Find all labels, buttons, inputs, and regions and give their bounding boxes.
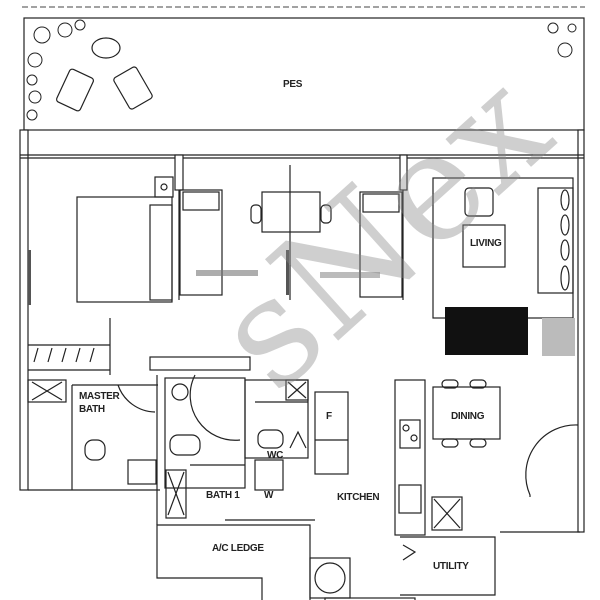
- living-furniture-icon: [432, 177, 574, 319]
- room-label-f: F: [326, 411, 332, 422]
- watermark: sNex: [183, 39, 583, 424]
- watermark-text: sNex: [183, 39, 583, 424]
- room-label-utility: UTILITY: [433, 561, 469, 572]
- outdoor-chairs-icon: [55, 37, 153, 112]
- room-label-w: W: [264, 490, 274, 501]
- room-label-ac-ledge: A/C LEDGE: [212, 543, 264, 554]
- room-label-wc: WC: [267, 450, 284, 461]
- utility-walls: [309, 536, 496, 600]
- wc-walls: [225, 379, 315, 521]
- bed-icon: [76, 176, 403, 303]
- tv-console: [445, 307, 528, 355]
- room-label-master-bath-1: MASTER: [79, 391, 120, 402]
- wardrobe-icon: [28, 318, 251, 375]
- shelf: [542, 318, 575, 356]
- bath1-walls: [164, 374, 246, 519]
- planter-icon: [26, 19, 577, 121]
- room-label-pes: PES: [283, 79, 303, 90]
- kitchen-counter: [394, 379, 426, 536]
- room-label-dining: DINING: [451, 411, 485, 422]
- dining-table-icon: [431, 379, 580, 533]
- room-label-kitchen: KITCHEN: [337, 492, 380, 503]
- exterior-walls: [19, 129, 585, 533]
- room-label-living: LIVING: [470, 238, 502, 249]
- room-label-bath1: BATH 1: [206, 490, 240, 501]
- bedroom-label-smudge: [196, 270, 380, 278]
- partitions: [28, 154, 408, 305]
- pes-area: [22, 6, 585, 131]
- master-bath-walls: [27, 375, 158, 525]
- fridge-box: [314, 391, 349, 475]
- room-label-master-bath-2: BATH: [79, 404, 105, 415]
- study-table-icon: [250, 191, 332, 233]
- ac-ledge-walls: [156, 524, 311, 600]
